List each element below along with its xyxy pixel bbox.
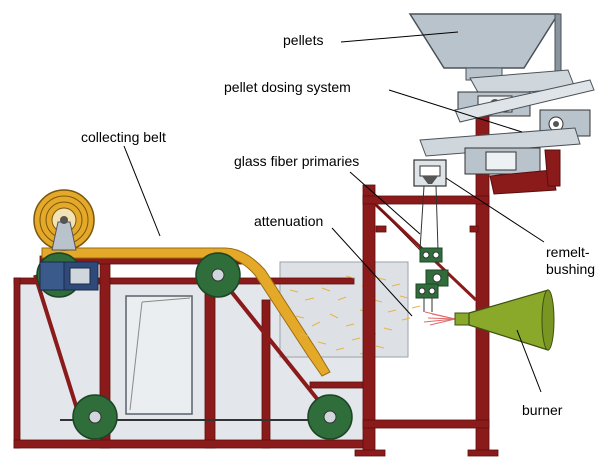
primaries-rollers (415, 247, 449, 312)
pellet-hopper (408, 13, 562, 93)
remelt-bushing-unit (413, 159, 447, 251)
machine-inner-window (125, 295, 193, 415)
label-pellets: pellets (283, 32, 324, 48)
label-collecting-belt: collecting belt (81, 129, 166, 145)
label-burner: burner (522, 402, 563, 418)
label-pellet-dosing-system: pellet dosing system (224, 79, 351, 95)
label-remelt-bushing: remelt- bushing (546, 244, 596, 277)
burner (454, 289, 555, 351)
label-attenuation: attenuation (254, 213, 324, 229)
fiber-reel (33, 189, 95, 251)
collecting-machine (13, 189, 409, 449)
pellet-dosing-system (419, 69, 595, 195)
tower-frame (354, 109, 499, 457)
belt-motors (39, 261, 99, 291)
label-glass-fiber-primaries: glass fiber primaries (234, 153, 360, 169)
flame-jets (423, 311, 456, 326)
leader-lines (123, 31, 545, 393)
